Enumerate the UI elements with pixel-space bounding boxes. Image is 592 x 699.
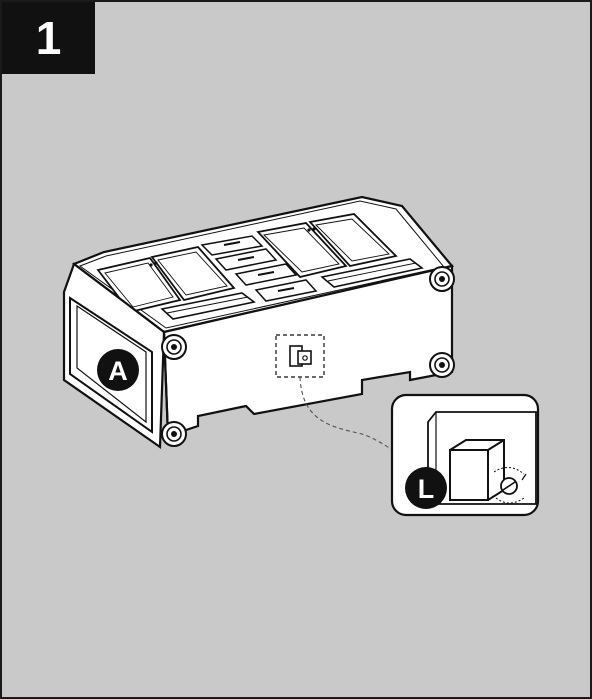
callout-a-label: A — [108, 356, 128, 386]
foot-bottom-left — [162, 422, 186, 446]
foot-bottom-right — [430, 353, 454, 377]
callout-l-label: L — [418, 474, 435, 504]
foot-top-right — [430, 267, 454, 291]
callout-l: L — [405, 467, 447, 509]
callout-a: A — [97, 349, 139, 391]
foot-top-left — [162, 335, 186, 359]
